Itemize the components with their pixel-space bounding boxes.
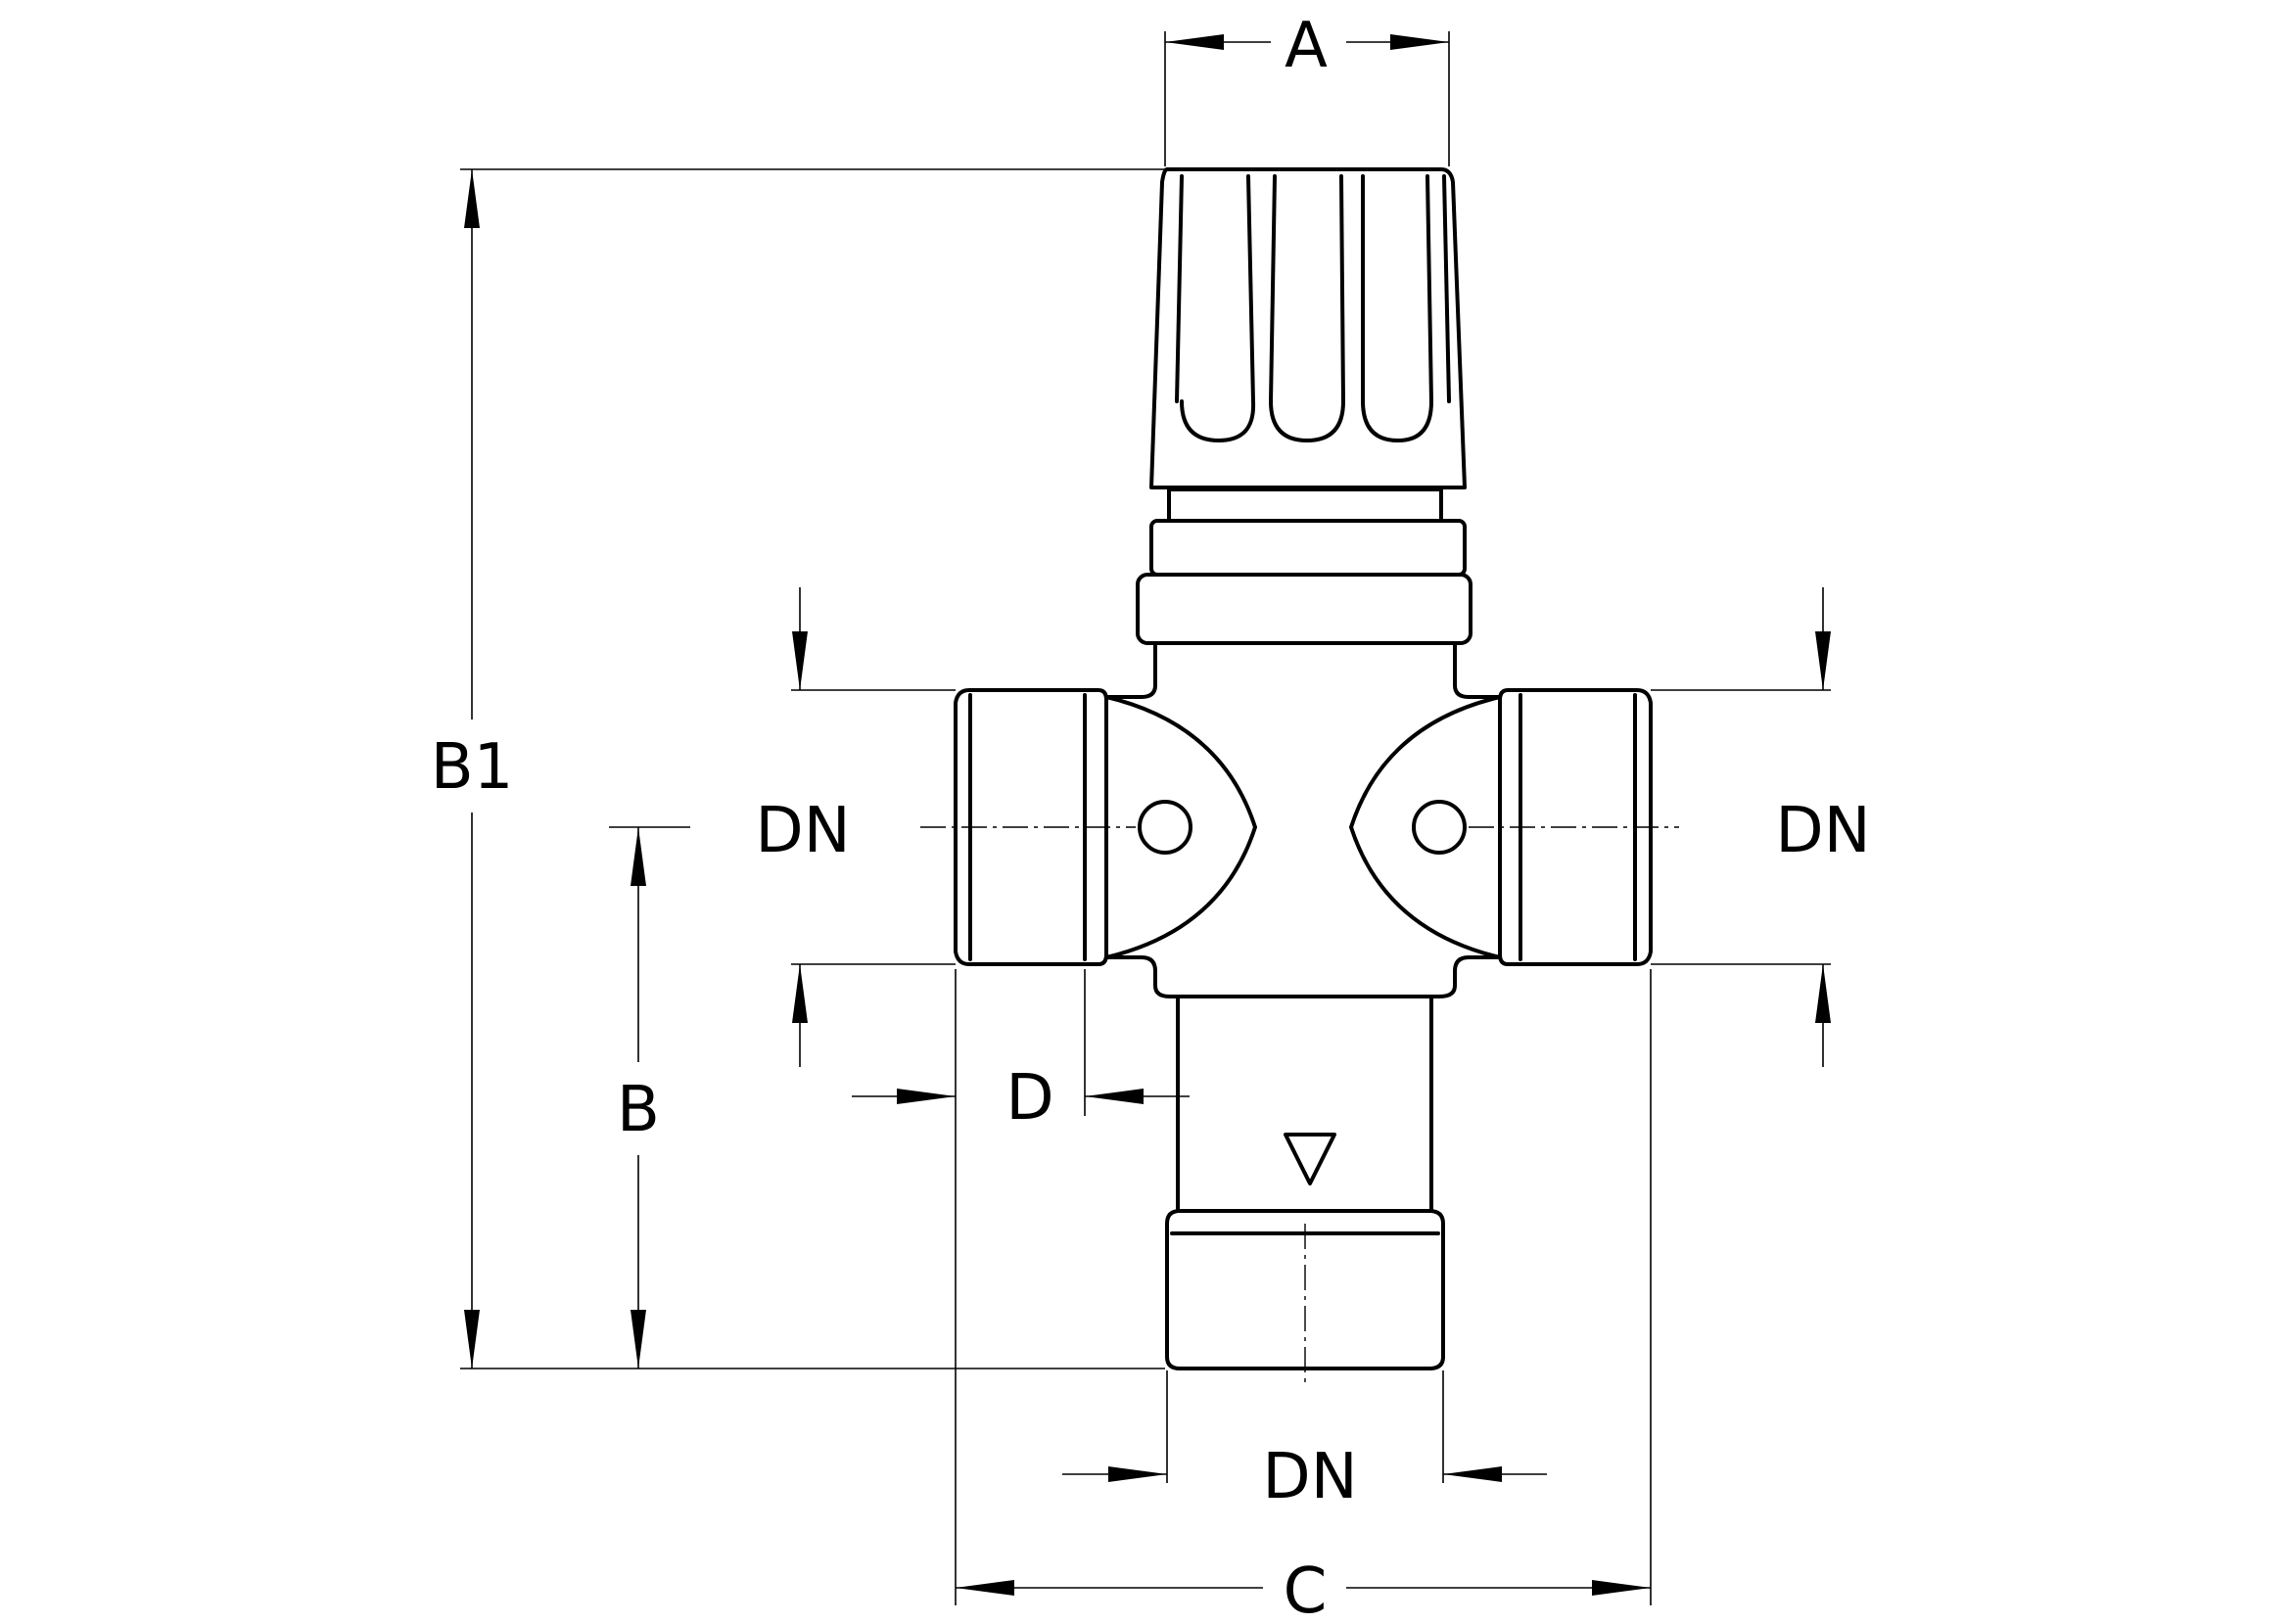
dimension-c bbox=[956, 969, 1652, 1605]
label-a: A bbox=[1285, 10, 1328, 82]
label-dn-left: DN bbox=[755, 795, 850, 867]
label-c: C bbox=[1284, 1555, 1328, 1619]
adjustment-knob bbox=[1149, 167, 1467, 489]
dimension-dn-right bbox=[1651, 587, 1831, 1067]
flow-direction-icon bbox=[1284, 1133, 1336, 1185]
dimension-dn-left bbox=[791, 587, 956, 1067]
bottom-outlet bbox=[1165, 995, 1445, 1370]
valve-neck bbox=[1136, 487, 1472, 645]
valve-body bbox=[1104, 641, 1502, 998]
dimension-b bbox=[609, 826, 690, 1369]
label-b: B bbox=[617, 1074, 660, 1146]
dimension-a bbox=[1164, 31, 1450, 166]
dimension-dn-bottom bbox=[1062, 1370, 1547, 1483]
label-d: D bbox=[1005, 1062, 1053, 1135]
thermostatic-mixing-valve bbox=[920, 167, 1679, 1384]
dimension-d bbox=[852, 969, 1190, 1605]
label-dn-right: DN bbox=[1775, 795, 1870, 867]
dimensions bbox=[460, 31, 1831, 1605]
dimension-b1 bbox=[460, 168, 1165, 1369]
flow-symbol-text: ∇ bbox=[1310, 1169, 1311, 1171]
label-dn-bottom: DN bbox=[1262, 1441, 1357, 1513]
right-screw-icon bbox=[1412, 800, 1467, 855]
left-screw-icon bbox=[1138, 800, 1192, 855]
center-lines bbox=[920, 826, 1679, 1384]
dimension-labels: A B1 B DN DN D DN C bbox=[431, 10, 1871, 1624]
label-b1: B1 bbox=[431, 731, 514, 804]
